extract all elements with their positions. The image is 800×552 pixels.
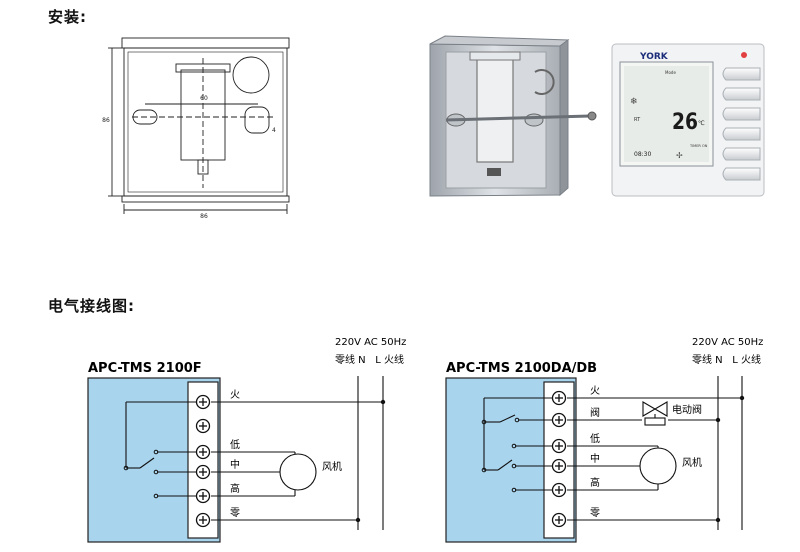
terminal-label-zero-right: 零 xyxy=(590,507,600,519)
dim-inner-label: 60 xyxy=(200,95,208,102)
electric-valve-symbol xyxy=(642,401,668,426)
lcd-temperature: 26 xyxy=(672,110,698,135)
thermostat-photo: YORK Mode ❄ RT 26 ℃ TIMER ON 08:30 ✢ xyxy=(611,43,765,197)
terminal-label-fire-right: 火 xyxy=(590,385,600,397)
terminal-label-low: 低 xyxy=(230,438,240,451)
terminal-label-fire: 火 xyxy=(230,389,240,401)
lcd-snow-icon: ❄ xyxy=(630,97,638,107)
wiring-diagram-right: APC-TMS 2100DA/DB 220V AC 50Hz 零线 N L 火线… xyxy=(445,337,763,543)
terminal-label-low-right: 低 xyxy=(590,432,600,445)
terminal-label-mid-right: 中 xyxy=(590,452,600,465)
brand-logo: YORK xyxy=(639,52,669,62)
fan-motor-right xyxy=(639,447,677,485)
terminal-label-valve: 阀 xyxy=(590,406,600,419)
rail-labels-left: 零线 N L 火线 xyxy=(335,353,404,366)
model-label-right: APC-TMS 2100DA/DB xyxy=(446,361,597,376)
mounting-plate-photo xyxy=(429,35,597,197)
power-spec-right: 220V AC 50Hz xyxy=(692,337,763,348)
power-spec-left: 220V AC 50Hz xyxy=(335,337,406,348)
install-section-title: 安装: xyxy=(48,8,87,26)
terminal-label-zero: 零 xyxy=(230,507,240,519)
dimension-drawing xyxy=(108,37,290,214)
lcd-mode-label: Mode xyxy=(665,70,676,75)
terminal-label-mid: 中 xyxy=(230,458,240,471)
fan-motor-left xyxy=(279,453,317,491)
model-label-left: APC-TMS 2100F xyxy=(88,361,202,376)
rail-labels-right: 零线 N L 火线 xyxy=(692,353,761,366)
lcd-fan-icon: ✢ xyxy=(676,151,683,160)
wiring-section-title: 电气接线图: xyxy=(48,297,135,315)
electric-valve-label: 电动阀 xyxy=(672,403,702,416)
lcd-clock: 08:30 xyxy=(634,151,651,158)
terminal-label-high-right: 高 xyxy=(590,476,600,489)
lcd-timer-label: TIMER ON xyxy=(689,144,708,148)
lcd-rt-label: RT xyxy=(634,117,641,123)
fan-label-right: 风机 xyxy=(682,456,702,469)
terminal-label-high: 高 xyxy=(230,482,240,495)
control-buttons xyxy=(722,67,761,181)
dim-width-label: 86 xyxy=(200,213,208,220)
lcd-unit: ℃ xyxy=(698,120,705,127)
dim-small-label: 4 xyxy=(272,127,276,134)
dim-height-label: 86 xyxy=(102,117,110,124)
fan-label-left: 风机 xyxy=(322,460,342,473)
wiring-diagram-left: APC-TMS 2100F 220V AC 50Hz 零线 N L 火线 火 低… xyxy=(87,337,406,543)
